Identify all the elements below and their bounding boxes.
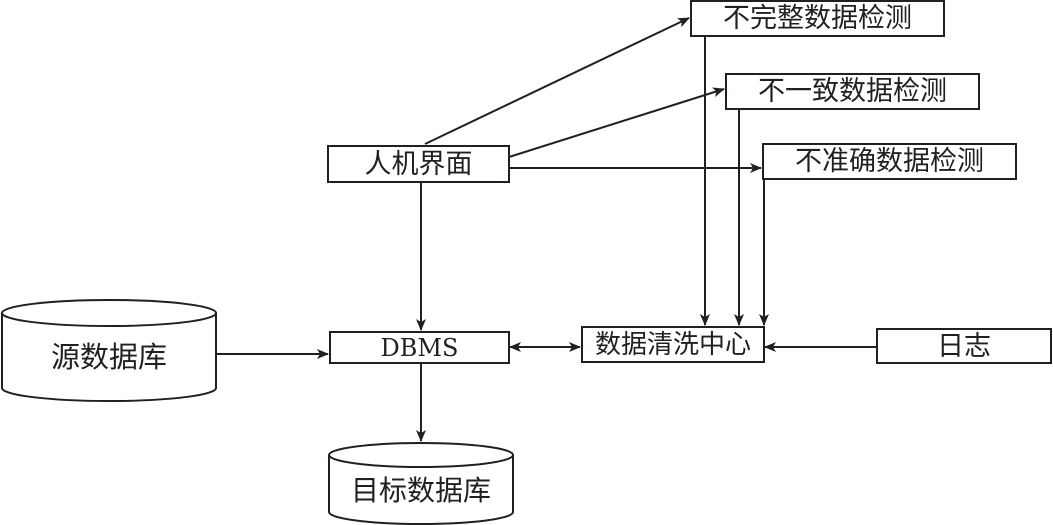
node-user-interface: 人机界面 (327, 145, 510, 183)
source-db-cylinder (1, 299, 217, 402)
node-target-db-label: 目标数据库 (350, 474, 491, 507)
node-cleaning-center: 数据清洗中心 (581, 326, 765, 363)
node-cleaning-center-label: 数据清洗中心 (594, 329, 751, 360)
arrow-ui-to-inconsistent-check (508, 87, 725, 158)
target-db-cylinder (328, 442, 514, 525)
node-inaccurate-check: 不准确数据检测 (762, 143, 1017, 180)
node-log-label: 日志 (937, 330, 991, 362)
node-source-db-label: 源数据库 (50, 340, 167, 374)
node-dbms-label: DBMS (380, 333, 459, 362)
node-incomplete-check-label: 不完整数据检测 (723, 3, 912, 34)
node-inconsistent-check-label: 不一致数据检测 (758, 76, 947, 107)
node-inaccurate-check-label: 不准确数据检测 (795, 146, 984, 177)
node-user-interface-label: 人机界面 (364, 148, 473, 180)
node-incomplete-check: 不完整数据检测 (690, 0, 945, 37)
node-log: 日志 (876, 328, 1052, 364)
arrow-ui-to-incomplete-check (424, 17, 690, 145)
node-dbms: DBMS (329, 331, 510, 364)
node-inconsistent-check: 不一致数据检测 (725, 73, 980, 110)
